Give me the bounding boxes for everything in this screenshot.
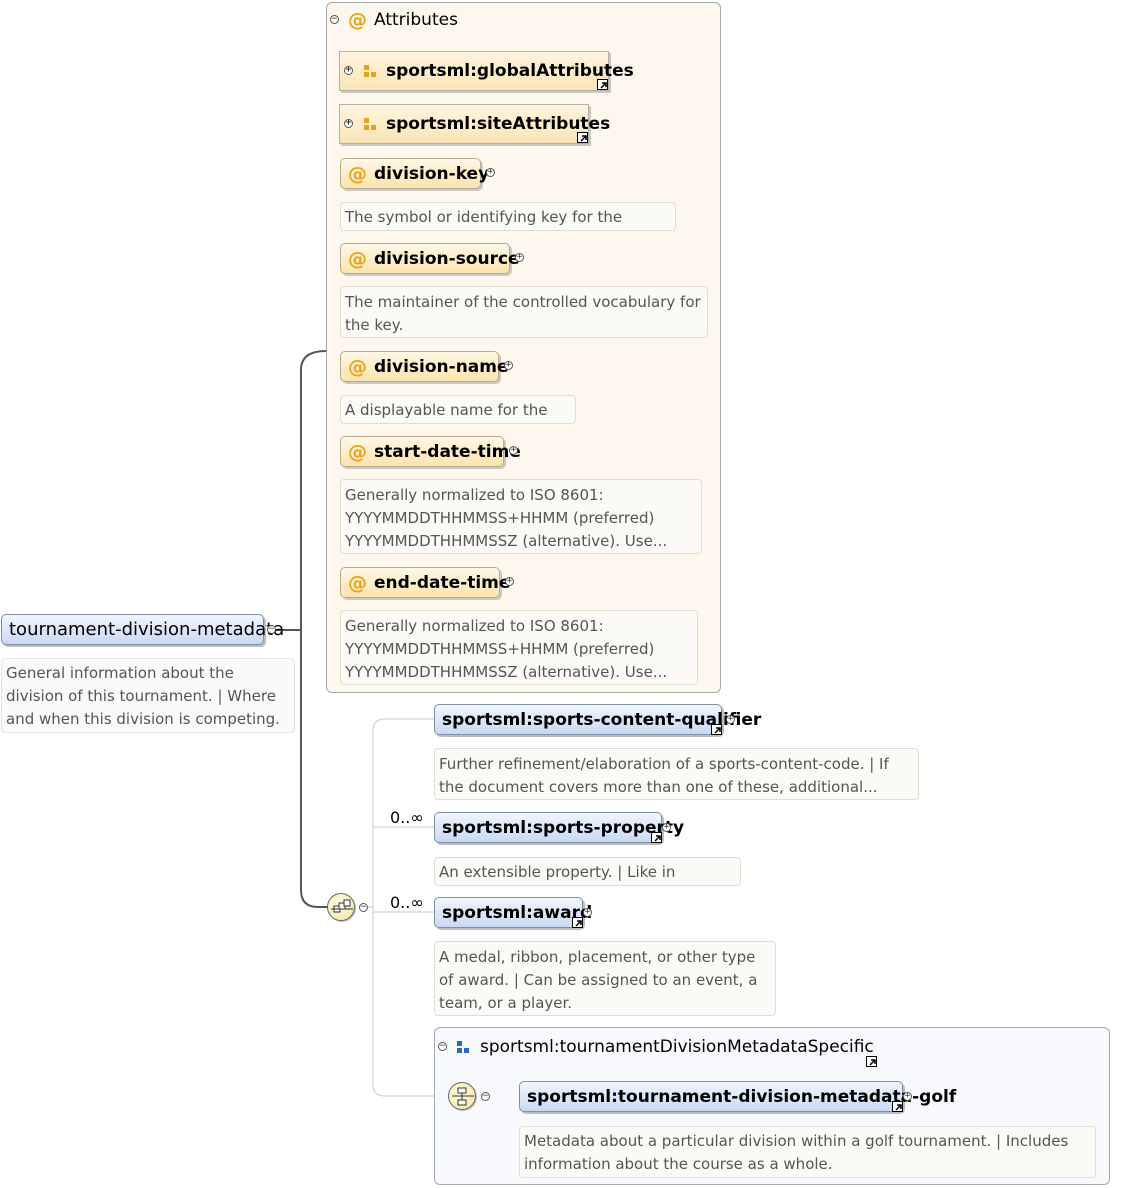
element-label: sportsml:tournament-division-metadata-go… [527, 1086, 957, 1107]
attribute-label: end-date-time [374, 572, 511, 593]
at-icon: @ [348, 355, 367, 378]
expand-toggle[interactable]: + [662, 822, 671, 832]
sequence-collapse-toggle[interactable]: − [481, 1091, 490, 1101]
cardinality-label: 0..∞ [390, 893, 424, 912]
expand-toggle[interactable]: + [583, 907, 592, 917]
element-award[interactable]: sportsml:award [434, 897, 592, 928]
reference-arrow-icon [892, 1101, 903, 1112]
root-collapse-toggle[interactable]: − [267, 624, 276, 634]
expand-toggle[interactable]: + [505, 576, 514, 586]
expand-toggle[interactable]: + [344, 65, 353, 75]
reference-arrow-icon [711, 724, 722, 735]
attribute-group-site[interactable]: + sportsml:siteAttributes [339, 104, 610, 144]
reference-arrow-icon [651, 832, 662, 843]
attribute-start-date-time[interactable]: @ start-date-time [340, 436, 521, 467]
element-label: sportsml:award [442, 902, 593, 923]
root-element-label: tournament-division-metadata [9, 619, 285, 640]
expand-toggle[interactable]: + [504, 360, 513, 370]
attribute-division-source[interactable]: @ division-source [340, 243, 520, 274]
attribute-label: start-date-time [374, 441, 521, 462]
element-documentation: Metadata about a particular division wit… [519, 1126, 1096, 1178]
element-tournament-division-metadata-golf[interactable]: sportsml:tournament-division-metadata-go… [519, 1081, 956, 1112]
at-icon: @ [348, 9, 367, 31]
attribute-end-date-time[interactable]: @ end-date-time [340, 567, 510, 598]
attributes-collapse-toggle[interactable]: − [330, 14, 339, 24]
expand-toggle[interactable]: + [726, 714, 735, 724]
attribute-documentation: A displayable name for the key. [340, 395, 576, 424]
element-documentation: Further refinement/elaboration of a spor… [434, 748, 919, 800]
at-icon: @ [348, 247, 367, 270]
element-documentation: A medal, ribbon, placement, or other typ… [434, 941, 776, 1016]
attribute-documentation: Generally normalized to ISO 8601: YYYYMM… [340, 479, 702, 554]
attribute-label: division-source [374, 248, 520, 269]
reference-arrow-icon [597, 79, 608, 90]
element-label: sportsml:sports-property [442, 817, 685, 838]
attribute-documentation: The symbol or identifying key for the di… [340, 202, 676, 231]
attribute-group-icon [364, 65, 377, 78]
at-icon: @ [348, 440, 367, 463]
group-title[interactable]: sportsml:tournamentDivisionMetadataSpeci… [480, 1037, 874, 1057]
attribute-group-label: sportsml:siteAttributes [386, 114, 611, 134]
reference-arrow-icon [572, 917, 583, 928]
element-documentation: An extensible property. | Like in NewsML… [434, 857, 741, 886]
sequence-compositor-icon[interactable] [327, 893, 355, 921]
root-documentation: General information about the division o… [1, 658, 295, 733]
attribute-label: division-key [374, 163, 490, 184]
expand-toggle[interactable]: + [903, 1091, 912, 1101]
attributes-title-label: Attributes [374, 10, 458, 30]
attribute-group-label: sportsml:globalAttributes [386, 61, 634, 81]
expand-toggle[interactable]: + [486, 167, 495, 177]
expand-toggle[interactable]: + [344, 118, 353, 128]
attribute-label: division-name [374, 356, 509, 377]
reference-arrow-icon [866, 1056, 877, 1067]
element-sports-content-qualifier[interactable]: sportsml:sports-content-qualifier [434, 704, 761, 735]
element-sports-property[interactable]: sportsml:sports-property [434, 812, 684, 843]
attribute-documentation: Generally normalized to ISO 8601: YYYYMM… [340, 610, 698, 685]
group-title-label: sportsml:tournamentDivisionMetadataSpeci… [480, 1037, 874, 1057]
attributes-title: @ Attributes [348, 9, 458, 31]
attribute-division-name[interactable]: @ division-name [340, 351, 509, 382]
cardinality-label: 0..∞ [390, 808, 424, 827]
model-group-icon [457, 1041, 470, 1054]
at-icon: @ [348, 571, 367, 594]
sequence-collapse-toggle[interactable]: − [359, 902, 368, 912]
attribute-group-global[interactable]: + sportsml:globalAttributes [339, 51, 634, 91]
group-collapse-toggle[interactable]: − [438, 1041, 447, 1051]
attribute-group-icon [364, 118, 377, 131]
sequence-compositor-icon[interactable] [448, 1082, 476, 1110]
root-element[interactable]: tournament-division-metadata [1, 614, 284, 645]
reference-arrow-icon [577, 132, 588, 143]
attribute-documentation: The maintainer of the controlled vocabul… [340, 286, 708, 338]
expand-toggle[interactable]: + [515, 252, 524, 262]
expand-toggle[interactable]: + [509, 445, 518, 455]
at-icon: @ [348, 162, 367, 185]
attribute-division-key[interactable]: @ division-key [340, 158, 489, 189]
element-label: sportsml:sports-content-qualifier [442, 709, 762, 730]
